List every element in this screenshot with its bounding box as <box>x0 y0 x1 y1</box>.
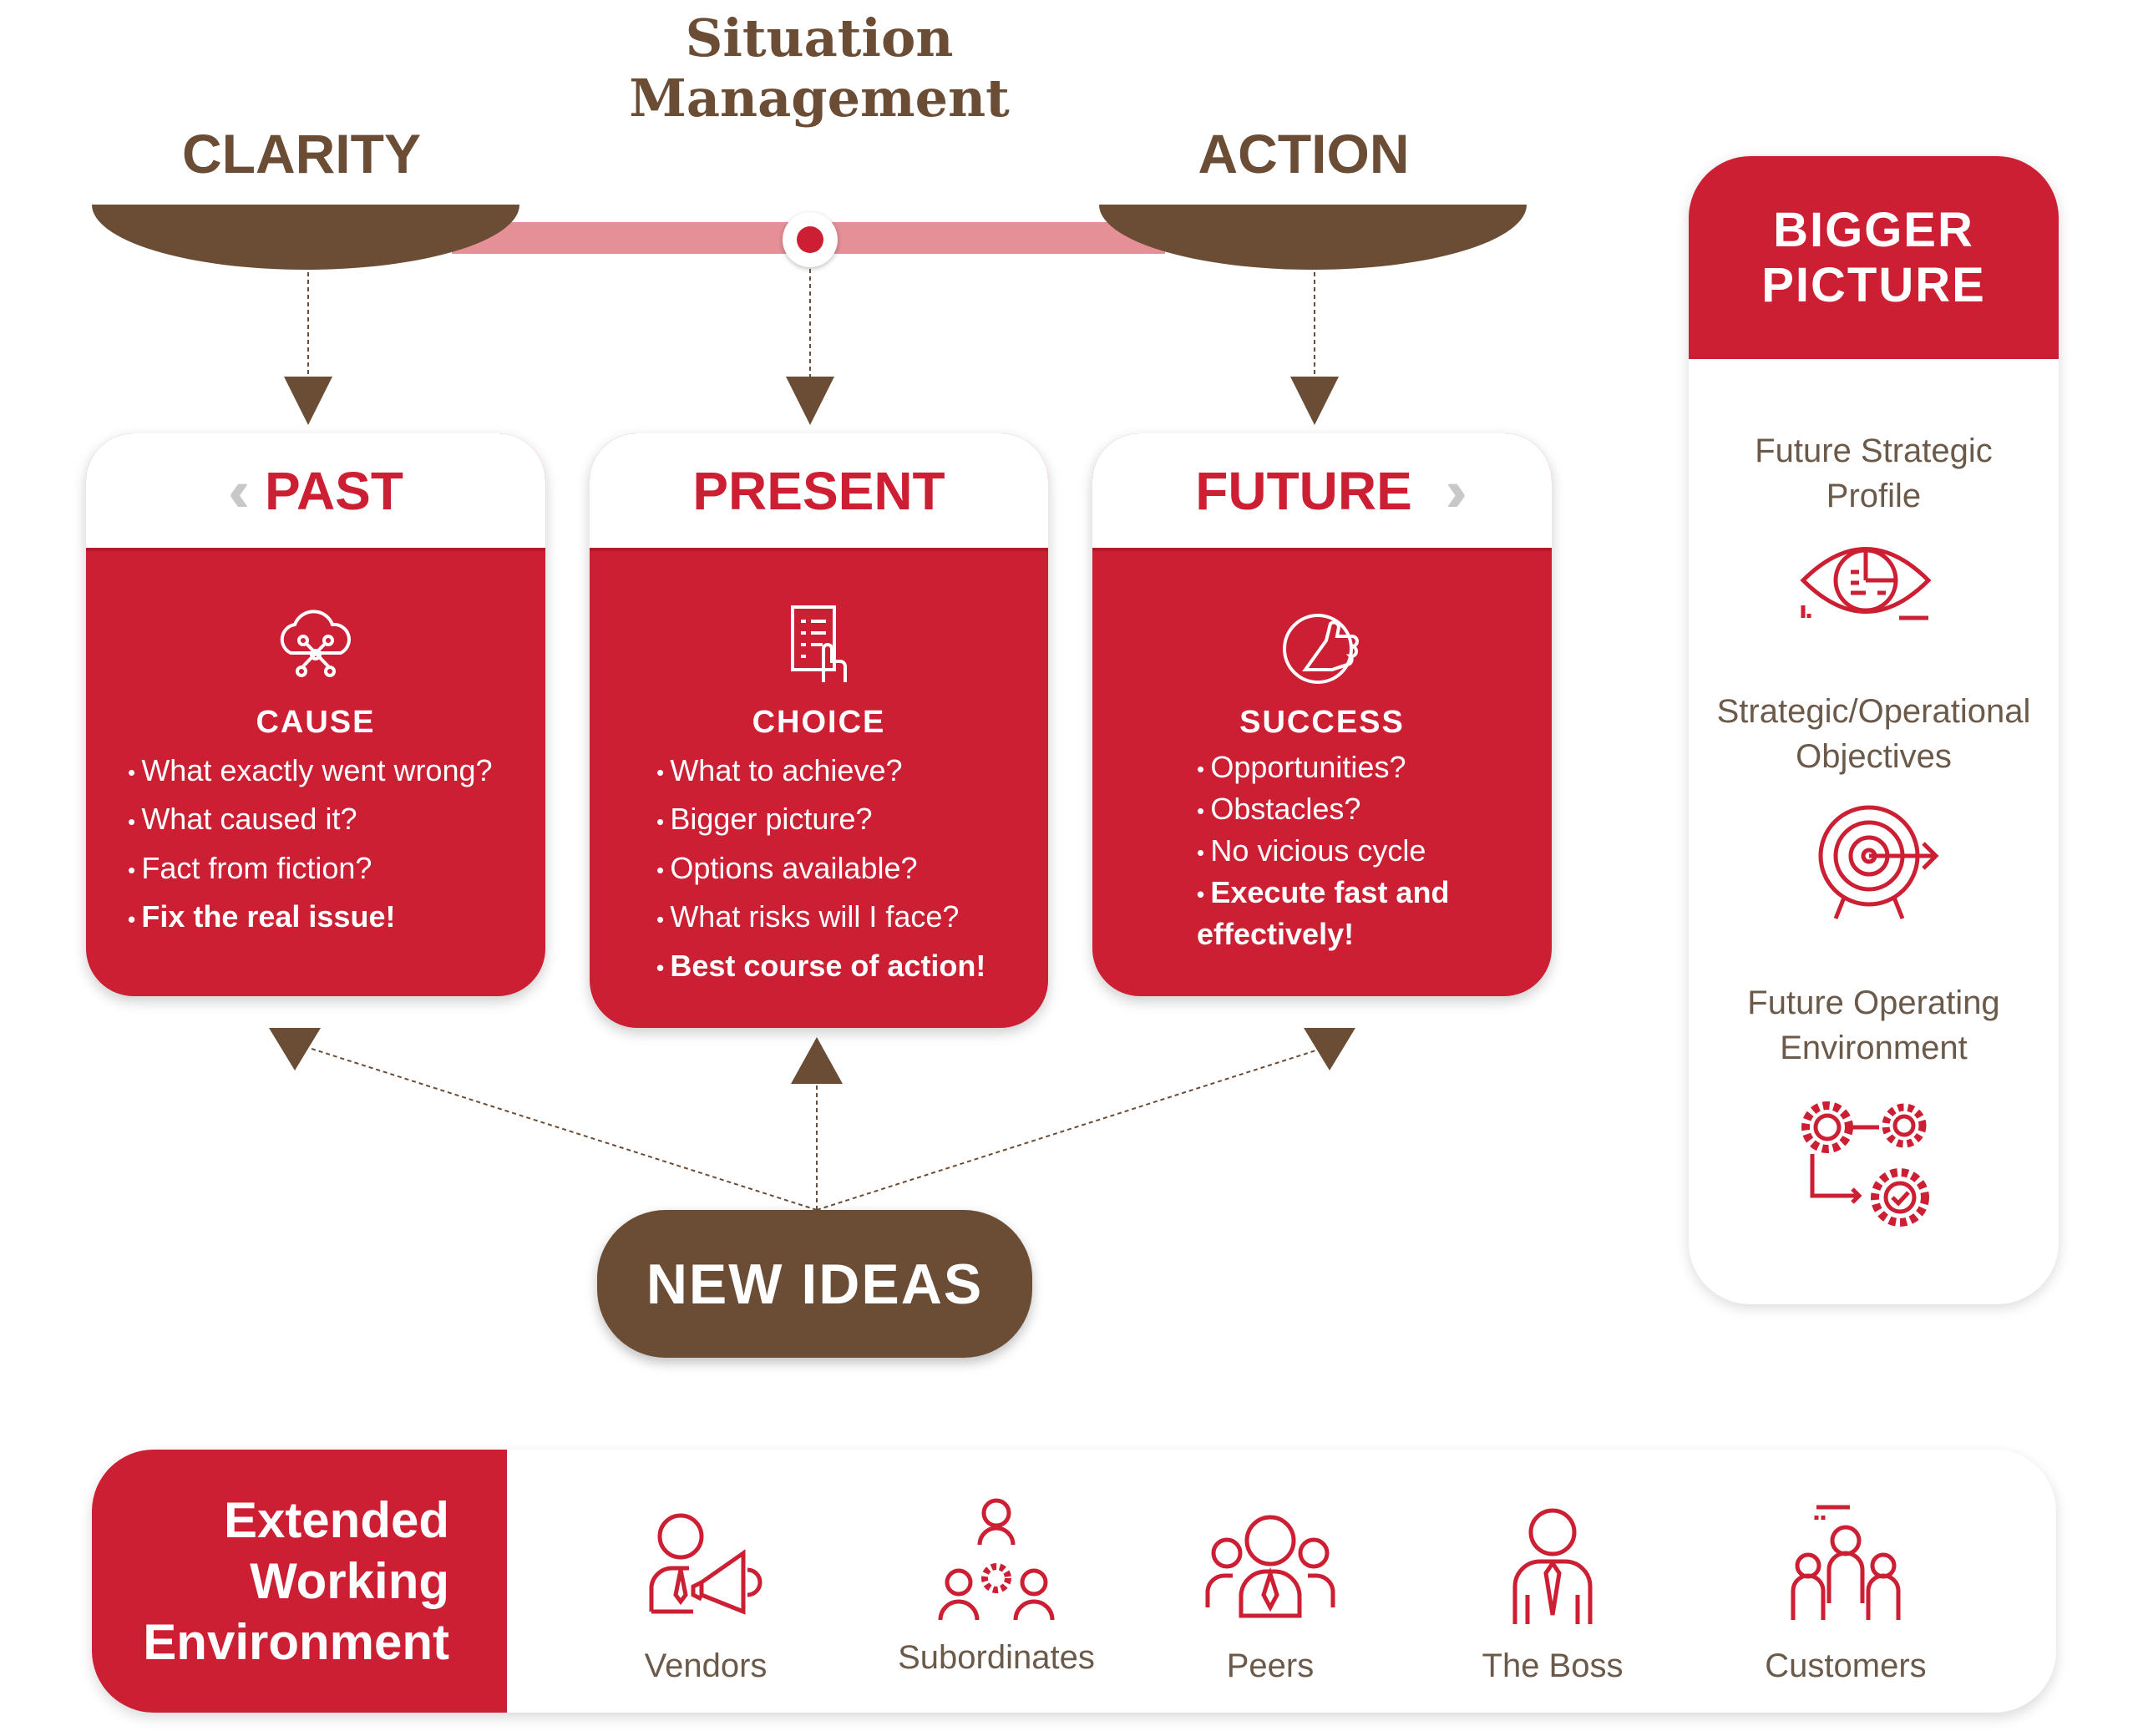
title-line-2: Management <box>629 68 1010 129</box>
extended-environment-bar: Extended Working Environment <box>92 1450 2056 1713</box>
person-customers: Customers <box>1712 1503 1979 1685</box>
cause-list: What exactly went wrong? What caused it?… <box>86 747 545 943</box>
present-card: PRESENT CHOICE What to achieve? Bigger p… <box>590 433 1048 1028</box>
action-label: ACTION <box>1198 123 1410 185</box>
title-line-1: Situation <box>685 8 954 68</box>
arrow-down-icon <box>1290 377 1339 425</box>
extended-title-line: Environment <box>143 1614 449 1670</box>
list-item: Obstacles? <box>1197 789 1518 831</box>
person-label: Customers <box>1765 1647 1927 1684</box>
target-icon <box>1818 805 1939 919</box>
bp-label: Future Operating <box>1747 984 2000 1021</box>
new-ideas-pill: NEW IDEAS <box>597 1210 1032 1358</box>
arrow-up-icon <box>791 1037 843 1084</box>
bigger-picture-title: BIGGER <box>1773 202 1974 257</box>
person-boss: The Boss <box>1419 1503 1686 1685</box>
clarity-label: CLARITY <box>182 123 421 185</box>
person-label: Vendors <box>644 1647 768 1684</box>
customers-icon <box>1791 1505 1901 1620</box>
list-item: Bigger picture? <box>656 796 1048 844</box>
list-item: What caused it? <box>128 796 545 844</box>
checklist-hand-icon <box>590 603 1048 695</box>
list-item: Fix the real issue! <box>128 893 545 942</box>
connector-past <box>308 1047 818 1211</box>
gears-flow-icon <box>1801 1101 1929 1227</box>
chevrons-right-icon: ››› <box>1445 458 1467 524</box>
person-vendors: Vendors <box>572 1503 839 1685</box>
bp-label: Environment <box>1780 1030 1968 1066</box>
list-item: No vicious cycle <box>1197 831 1518 873</box>
bigger-picture-title-2: PICTURE <box>1761 257 1986 312</box>
person-peers: Peers <box>1137 1503 1404 1685</box>
diagram-title: Situation Management <box>569 8 1070 129</box>
choice-subtitle: CHOICE <box>752 705 886 740</box>
list-item: Options available? <box>656 845 1048 893</box>
list-item: Opportunities? <box>1197 747 1518 789</box>
arrow-down-icon <box>1304 1028 1355 1070</box>
bp-label: Strategic/Operational <box>1716 693 2031 730</box>
vendor-megaphone-icon <box>649 1513 762 1615</box>
eye-chart-icon <box>1800 547 1932 620</box>
list-item: Fact from fiction? <box>128 845 545 893</box>
bp-label: Profile <box>1826 478 1922 514</box>
cloud-network-icon <box>86 603 545 695</box>
list-item: What risks will I face? <box>656 893 1048 942</box>
person-label: Peers <box>1226 1647 1315 1684</box>
person-label: Subordinates <box>898 1639 1095 1676</box>
list-item: Execute fast and effectively! <box>1197 873 1518 954</box>
future-title: FUTURE <box>1195 460 1412 521</box>
extended-title-line: Extended <box>223 1492 449 1548</box>
connector-future <box>816 1047 1325 1211</box>
boss-icon <box>1512 1508 1593 1624</box>
past-card: ‹‹‹ PAST CAUSE What exactly went wrong? W… <box>86 433 545 996</box>
list-item: Best course of action! <box>656 943 1048 991</box>
globe-thumbs-up-icon <box>1092 603 1552 695</box>
extended-title-line: Working <box>250 1553 449 1609</box>
connectors <box>269 269 1355 1211</box>
choice-list: What to achieve? Bigger picture? Options… <box>590 747 1048 991</box>
present-title: PRESENT <box>692 460 945 521</box>
pivot-point <box>783 212 838 267</box>
arrow-down-icon <box>786 377 834 425</box>
person-label: The Boss <box>1482 1647 1624 1684</box>
person-subordinates: Subordinates <box>863 1495 1130 1677</box>
arrow-down-icon <box>284 377 332 425</box>
cause-subtitle: CAUSE <box>256 705 376 740</box>
bp-label: Objectives <box>1796 738 1952 775</box>
peers-icon <box>1205 1515 1335 1618</box>
list-item: What to achieve? <box>656 747 1048 796</box>
success-list: Opportunities? Obstacles? No vicious cyc… <box>1092 747 1552 954</box>
team-gear-icon <box>938 1498 1055 1621</box>
bp-label: Future Strategic <box>1755 433 1993 469</box>
future-card: FUTURE ››› SUCCESS Opportunities? Obstacl… <box>1092 433 1552 996</box>
chevrons-left-icon: ‹‹‹ <box>228 458 250 524</box>
past-title: PAST <box>265 460 403 521</box>
list-item: What exactly went wrong? <box>128 747 545 796</box>
success-subtitle: SUCCESS <box>1239 705 1405 740</box>
extended-title: Extended Working Environment <box>92 1450 507 1713</box>
arrow-down-icon <box>269 1028 321 1070</box>
